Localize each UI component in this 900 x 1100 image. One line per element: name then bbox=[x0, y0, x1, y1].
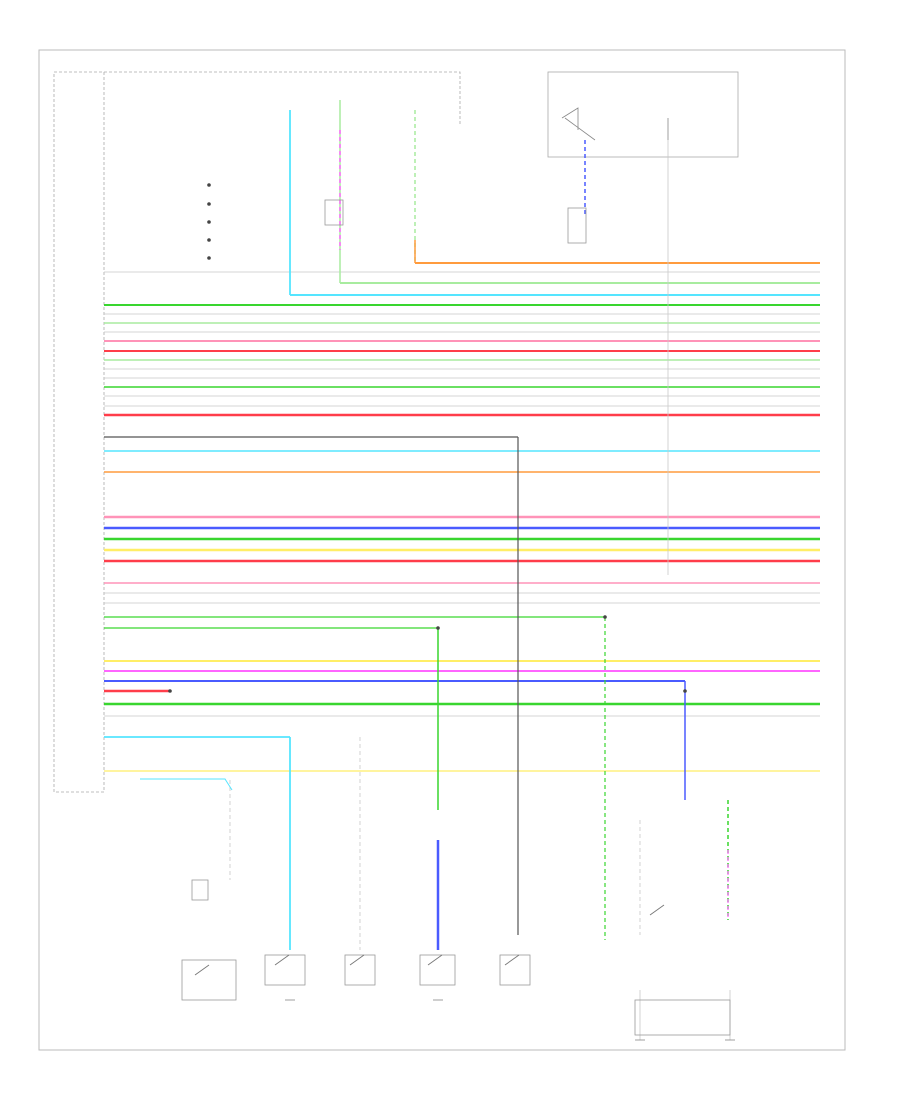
connector-dot bbox=[207, 202, 211, 206]
wire-cyan bbox=[140, 778, 233, 791]
switch-contact bbox=[194, 964, 210, 976]
switch-contact bbox=[649, 904, 665, 916]
sensor-box bbox=[567, 207, 587, 244]
switch-contact bbox=[274, 954, 290, 966]
connector-dot bbox=[436, 626, 440, 630]
switch-contact bbox=[504, 954, 520, 966]
connector-dot bbox=[207, 256, 211, 260]
wire-group bbox=[104, 262, 820, 772]
diagram-frame bbox=[38, 49, 846, 1051]
connector-dot bbox=[683, 689, 687, 693]
main-connector-box bbox=[53, 71, 105, 793]
component-group bbox=[168, 183, 735, 1041]
switch-box bbox=[264, 954, 306, 986]
sensor-box bbox=[324, 199, 344, 226]
connector-dot bbox=[207, 183, 211, 187]
top-dashed-box bbox=[104, 71, 461, 125]
connector-dot bbox=[207, 238, 211, 242]
switch-contact bbox=[349, 954, 365, 966]
switch-box bbox=[419, 954, 456, 986]
switch-contact bbox=[427, 954, 443, 966]
connector-dot bbox=[603, 615, 607, 619]
switch-box bbox=[634, 999, 731, 1036]
relay-box bbox=[547, 71, 739, 158]
connector-dot bbox=[168, 689, 172, 693]
relay-switch bbox=[561, 107, 669, 141]
switch-box bbox=[344, 954, 376, 986]
connector-dot bbox=[207, 220, 211, 224]
sensor-box bbox=[191, 879, 209, 901]
switch-box bbox=[181, 959, 237, 1001]
switch-box bbox=[499, 954, 531, 986]
vertical-wire-group bbox=[140, 100, 731, 1040]
